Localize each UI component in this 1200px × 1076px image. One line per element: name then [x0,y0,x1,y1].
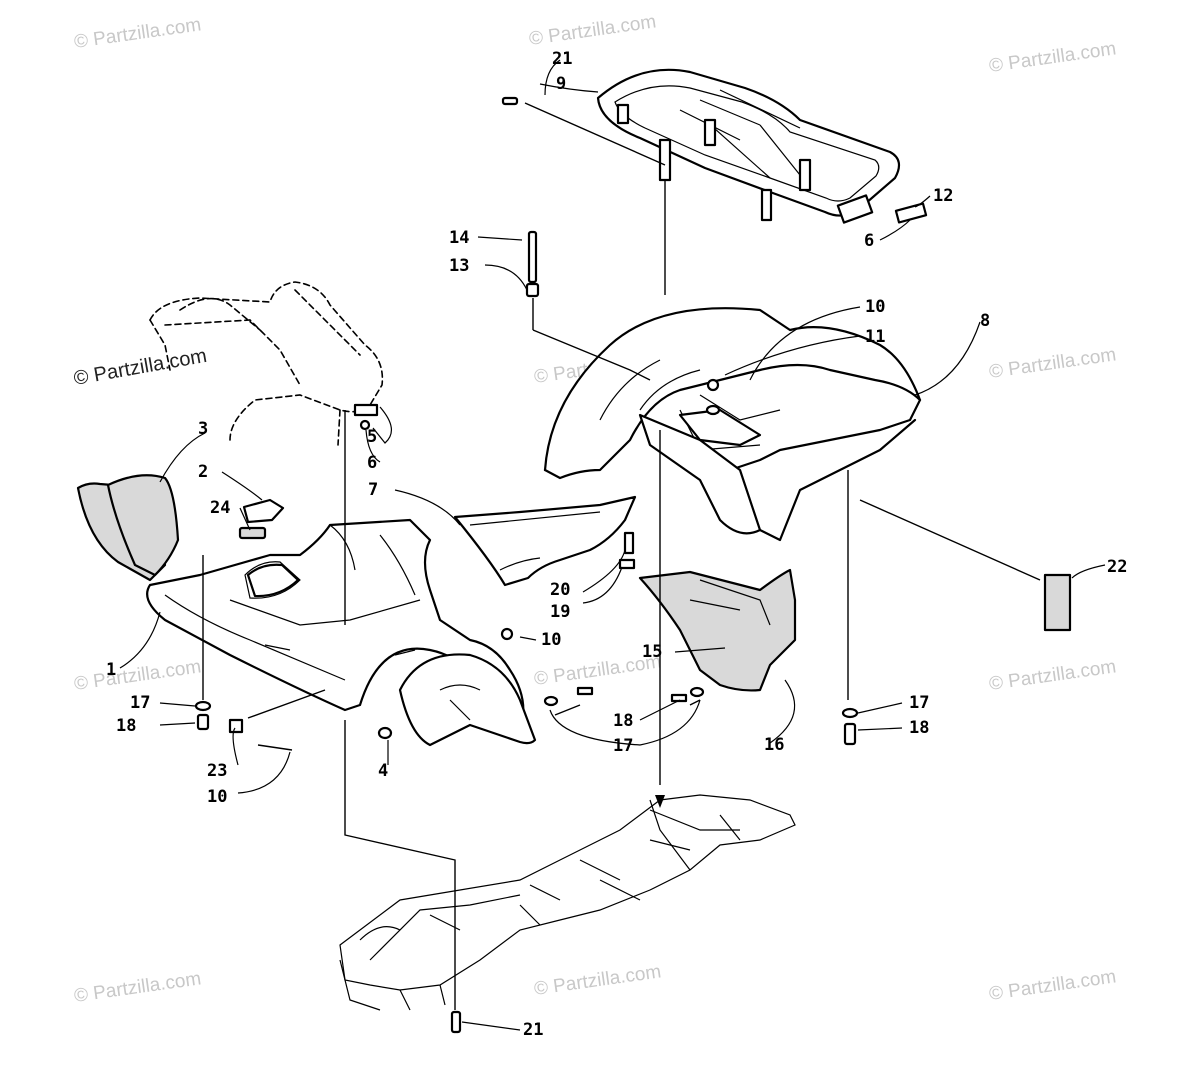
hardware [194,96,928,1034]
callout-15: 15 [642,642,662,662]
watermark: © Partzilla.com [988,966,1118,1005]
assembly-lines [202,102,1041,1010]
callout-16: 16 [764,735,784,755]
watermark: © Partzilla.com [988,344,1118,383]
callout-18: 18 [613,711,633,731]
callout-21: 21 [523,1020,543,1040]
callout-18: 18 [116,716,136,736]
callout-9: 9 [556,74,566,94]
watermark-dark: © Partzilla.com [72,345,209,390]
rear-rack [596,68,901,224]
watermark: © Partzilla.com [528,11,658,50]
callout-17: 17 [130,693,150,713]
callout-24: 24 [210,498,230,518]
callout-17: 17 [613,736,633,756]
callout-1: 1 [106,660,116,680]
ghost-rack [149,281,384,446]
callout-22: 22 [1107,557,1127,577]
watermark: © Partzilla.com [73,968,203,1007]
reflector [1043,573,1072,632]
callout-labels: 21 9 12 6 14 13 10 11 8 3 5 2 6 7 24 22 … [106,49,1127,1040]
callout-leaders [119,59,1106,1031]
front-fender [146,518,525,732]
callout-12: 12 [933,186,953,206]
watermark: © Partzilla.com [988,656,1118,695]
callout-6: 6 [864,231,874,251]
fuel-cap-cover [238,498,285,540]
seat-pad [76,474,180,582]
callout-6: 6 [367,453,377,473]
callout-5: 5 [367,427,377,447]
callout-7: 7 [368,480,378,500]
frame [339,794,796,1011]
callout-4: 4 [378,761,388,781]
callout-19: 19 [550,602,570,622]
watermark: © Partzilla.com [988,38,1118,77]
callout-20: 20 [550,580,570,600]
callout-14: 14 [449,228,469,248]
watermark: © Partzilla.com [73,14,203,53]
callout-10: 10 [541,630,561,650]
callout-10: 10 [207,787,227,807]
rear-mud-flap [638,568,797,692]
callout-2: 2 [198,462,208,482]
callout-8: 8 [980,311,990,331]
callout-11: 11 [865,327,885,347]
callout-18: 18 [909,718,929,738]
watermark: © Partzilla.com [533,961,663,1000]
callout-10: 10 [865,297,885,317]
callout-21: 21 [552,49,572,69]
callout-3: 3 [198,419,208,439]
callout-23: 23 [207,761,227,781]
callout-13: 13 [449,256,469,276]
side-panel [453,495,637,587]
front-mud-flap [398,653,537,747]
callout-17: 17 [909,693,929,713]
watermark: © Partzilla.com [73,656,203,695]
